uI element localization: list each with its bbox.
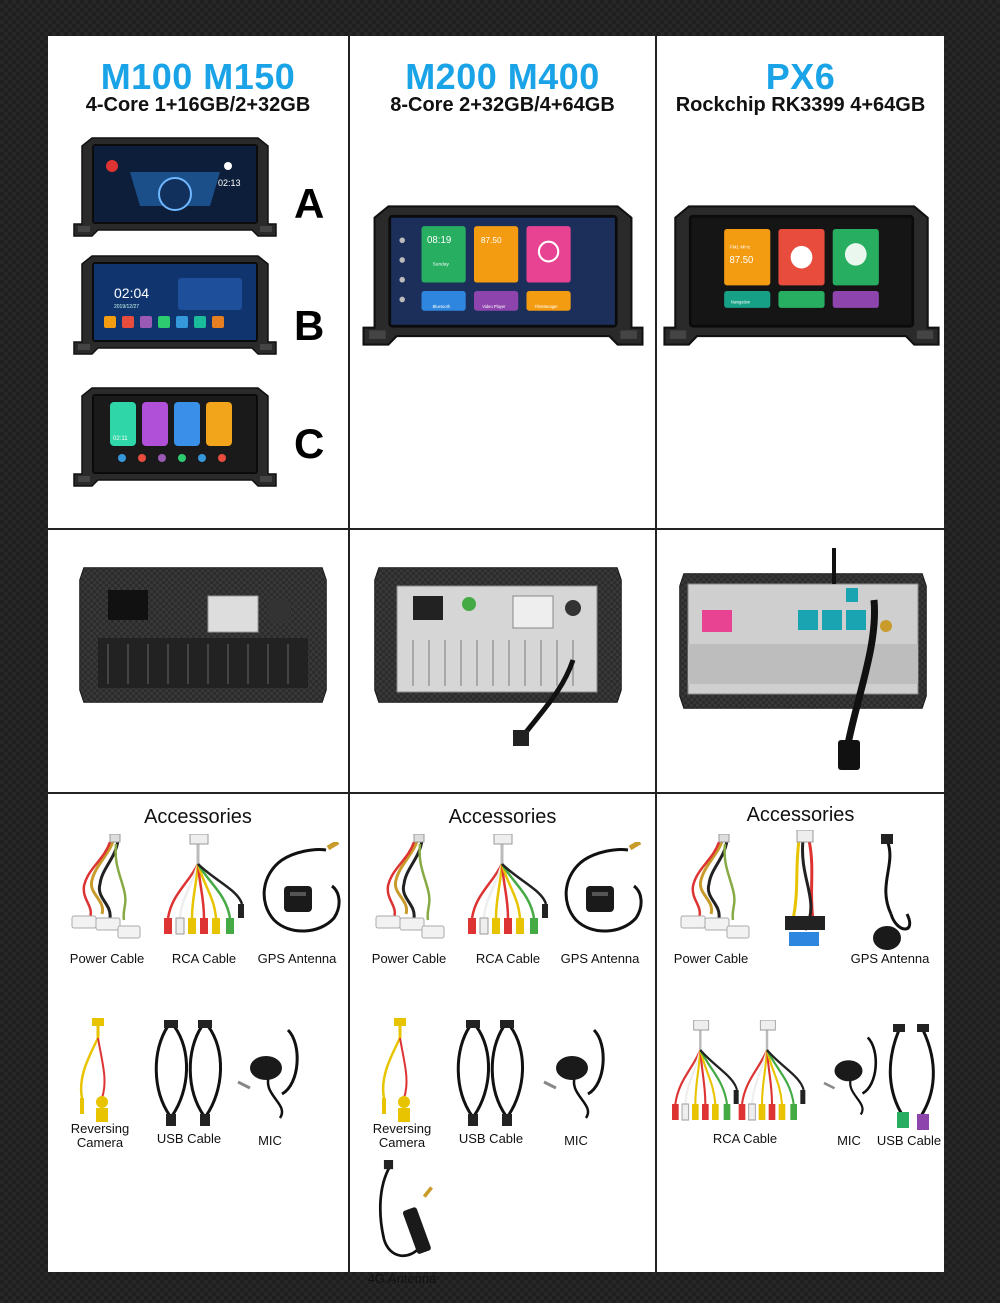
label-usb-cable: USB Cable bbox=[156, 1131, 222, 1146]
m200-clock: 08:19 bbox=[427, 235, 451, 246]
variant-label-b: B bbox=[294, 302, 325, 349]
label-rca-cable: RCA Cable bbox=[171, 951, 237, 966]
gps-antenna-image bbox=[857, 834, 927, 954]
model-title: M200 M400 bbox=[405, 56, 600, 97]
label-mic: MIC bbox=[258, 1133, 282, 1148]
reversing-camera-image bbox=[68, 1018, 128, 1128]
cable-bundle-image bbox=[769, 830, 839, 950]
label-reversing-camera: Reversing Camera bbox=[372, 1121, 432, 1150]
row-divider bbox=[48, 792, 944, 794]
head-unit-m200: 08:19 Sunday 87.50 Bluetooth Video Playe… bbox=[358, 198, 648, 353]
px6-band: FM1 MHz bbox=[730, 245, 751, 251]
head-unit-px6: FM1 MHz 87.50 Navigation bbox=[659, 198, 944, 353]
model-spec: Rockchip RK3399 4+64GB bbox=[675, 94, 926, 116]
label-usb-cable: USB Cable bbox=[876, 1133, 942, 1148]
label-gps-antenna: GPS Antenna bbox=[850, 951, 930, 966]
label-4g-antenna: 4G Antenna bbox=[367, 1271, 437, 1286]
head-unit-variant-c: 02:11 bbox=[70, 382, 280, 492]
label-usb-cable: USB Cable bbox=[458, 1131, 524, 1146]
label-rca-cable: RCA Cable bbox=[712, 1131, 778, 1146]
accessories-m100: Accessories Power Cable RCA Cable GPS An… bbox=[48, 794, 348, 1272]
cell-m100-m150: M100 M150 4-Core 1+16GB/2+32GB 02:13 A 0… bbox=[48, 36, 348, 528]
model-title: M100 M150 bbox=[100, 56, 296, 97]
label-power-cable: Power Cable bbox=[69, 951, 145, 966]
variant-c-clock: 02:11 bbox=[113, 436, 128, 442]
4g-antenna-image bbox=[370, 1160, 440, 1280]
rear-view-px6 bbox=[678, 544, 928, 774]
usb-cable-image bbox=[450, 1020, 530, 1130]
rca-cable-image bbox=[667, 1020, 817, 1130]
label-reversing-camera: Reversing Camera bbox=[70, 1121, 130, 1150]
label-mic: MIC bbox=[837, 1133, 861, 1148]
variant-label-c: C bbox=[294, 420, 325, 467]
label-power-cable: Power Cable bbox=[673, 951, 749, 966]
usb-cable-image bbox=[148, 1020, 228, 1130]
px6-tile-navigation: Navigation bbox=[731, 300, 751, 305]
mic-image bbox=[536, 1024, 616, 1124]
px6-freq: 87.50 bbox=[730, 255, 754, 266]
rear-view-m100 bbox=[78, 560, 328, 710]
head-unit-variant-a: 02:13 bbox=[70, 132, 280, 242]
usb-cable-image bbox=[883, 1024, 943, 1134]
m200-radio-freq: 87.50 bbox=[481, 235, 502, 245]
column-divider bbox=[348, 36, 350, 1272]
label-gps-antenna: GPS Antenna bbox=[560, 951, 640, 966]
m200-tile-video: Video Player bbox=[482, 304, 506, 309]
variant-label-a: A bbox=[294, 180, 325, 227]
m200-tile-bluetooth: Bluetooth bbox=[433, 304, 451, 309]
model-spec: 8-Core 2+32GB/4+64GB bbox=[390, 94, 615, 116]
column-divider bbox=[655, 36, 657, 1272]
m200-day: Sunday bbox=[433, 262, 450, 268]
cell-m200-m400: M200 M400 8-Core 2+32GB/4+64GB 08:19 Sun… bbox=[350, 36, 655, 528]
accessories-px6: Accessories Power Cable GPS Antenna bbox=[657, 794, 944, 1272]
power-cable-image bbox=[675, 834, 755, 944]
mic-image bbox=[230, 1024, 310, 1124]
reversing-camera-image bbox=[370, 1018, 430, 1128]
row-divider bbox=[48, 528, 944, 530]
model-spec: 4-Core 1+16GB/2+32GB bbox=[85, 94, 311, 116]
mic-image bbox=[817, 1026, 887, 1126]
variant-b-clock: 02:04 bbox=[114, 285, 149, 301]
model-title: PX6 bbox=[765, 56, 836, 97]
label-power-cable: Power Cable bbox=[371, 951, 447, 966]
label-mic: MIC bbox=[564, 1133, 588, 1148]
rca-cable-image bbox=[158, 834, 248, 944]
accessories-m200: Accessories Power Cable RCA Cable GPS An… bbox=[350, 794, 655, 1286]
cell-px6: PX6 Rockchip RK3399 4+64GB FM1 MHz 87.50… bbox=[657, 36, 944, 528]
power-cable-image bbox=[66, 834, 146, 944]
label-rca-cable: RCA Cable bbox=[475, 951, 541, 966]
label-gps-antenna: GPS Antenna bbox=[257, 951, 337, 966]
gps-antenna-image bbox=[556, 842, 646, 942]
rca-cable-image bbox=[462, 834, 552, 944]
accessories-title: Accessories bbox=[746, 804, 855, 826]
accessories-title: Accessories bbox=[144, 806, 252, 828]
accessories-title: Accessories bbox=[448, 806, 557, 828]
gps-antenna-image bbox=[254, 842, 344, 942]
m200-tile-files: FileManager bbox=[535, 304, 559, 309]
variant-b-date: 2019/12/27 bbox=[114, 304, 139, 310]
rear-view-m200 bbox=[373, 560, 623, 750]
product-comparison-panel: M100 M150 4-Core 1+16GB/2+32GB 02:13 A 0… bbox=[48, 36, 944, 1286]
head-unit-variant-b: 02:04 2019/12/27 bbox=[70, 250, 280, 360]
power-cable-image bbox=[370, 834, 450, 944]
variant-a-clock: 02:13 bbox=[218, 178, 241, 188]
